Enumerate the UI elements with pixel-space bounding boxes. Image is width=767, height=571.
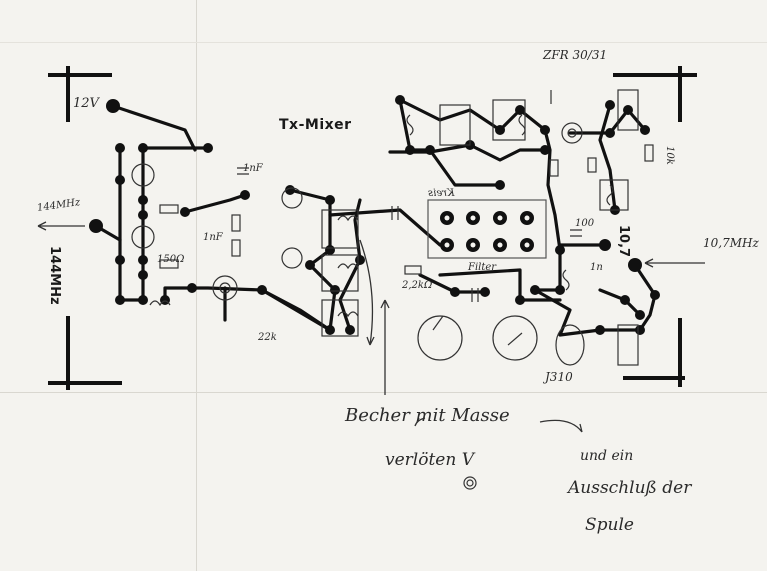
note-line1a: Becher mit Masse <box>345 405 510 426</box>
jfet-label: J310 <box>545 370 573 384</box>
signal-arrows <box>37 221 705 433</box>
in-label: 10,7 <box>616 225 631 258</box>
cap-1nf-a-label: 1nF <box>243 163 263 174</box>
res-22k-a-label: 2,2kΩ <box>402 280 433 291</box>
ref-label: ZFR 30/31 <box>543 48 608 62</box>
note-line1b: verlöten V <box>385 450 474 470</box>
note-line2c: Spule <box>585 515 634 535</box>
title-label: Tx-Mixer <box>279 117 352 133</box>
note-line2a: und ein <box>580 448 634 464</box>
note-line2b: Ausschluß der <box>568 478 692 498</box>
corner-mark-tl <box>48 66 112 122</box>
fold-line-top <box>0 42 767 43</box>
copper-traces <box>94 98 657 337</box>
cap-1n-label: 1n <box>590 262 603 273</box>
corner-mark-br <box>623 318 685 387</box>
res-150-label: 150Ω <box>157 254 185 265</box>
res-10k-label: 10k <box>664 146 675 165</box>
cap-1nf-b-label: 1nF <box>203 232 223 243</box>
solder-pads <box>89 95 660 335</box>
res-100-label: 100 <box>575 218 595 229</box>
filter-block <box>427 199 547 259</box>
output-arrow <box>37 221 85 231</box>
fold-line-vertical <box>196 0 197 571</box>
res-22k-b-label: 22k <box>258 332 277 343</box>
out-freq-label: 144MHz <box>47 246 62 305</box>
corner-mark-bl <box>48 316 122 390</box>
corner-mark-tr <box>613 66 697 122</box>
component-outlines <box>131 89 654 366</box>
stamp-mark <box>463 476 477 490</box>
fold-line-horizontal <box>0 392 767 393</box>
input-arrow <box>644 258 705 268</box>
in-freq-label: 10,7MHz <box>703 236 759 250</box>
xtal-label: Kreis <box>428 188 455 199</box>
supply-label: 12V <box>73 96 99 111</box>
filter-label: Filter <box>468 262 497 273</box>
